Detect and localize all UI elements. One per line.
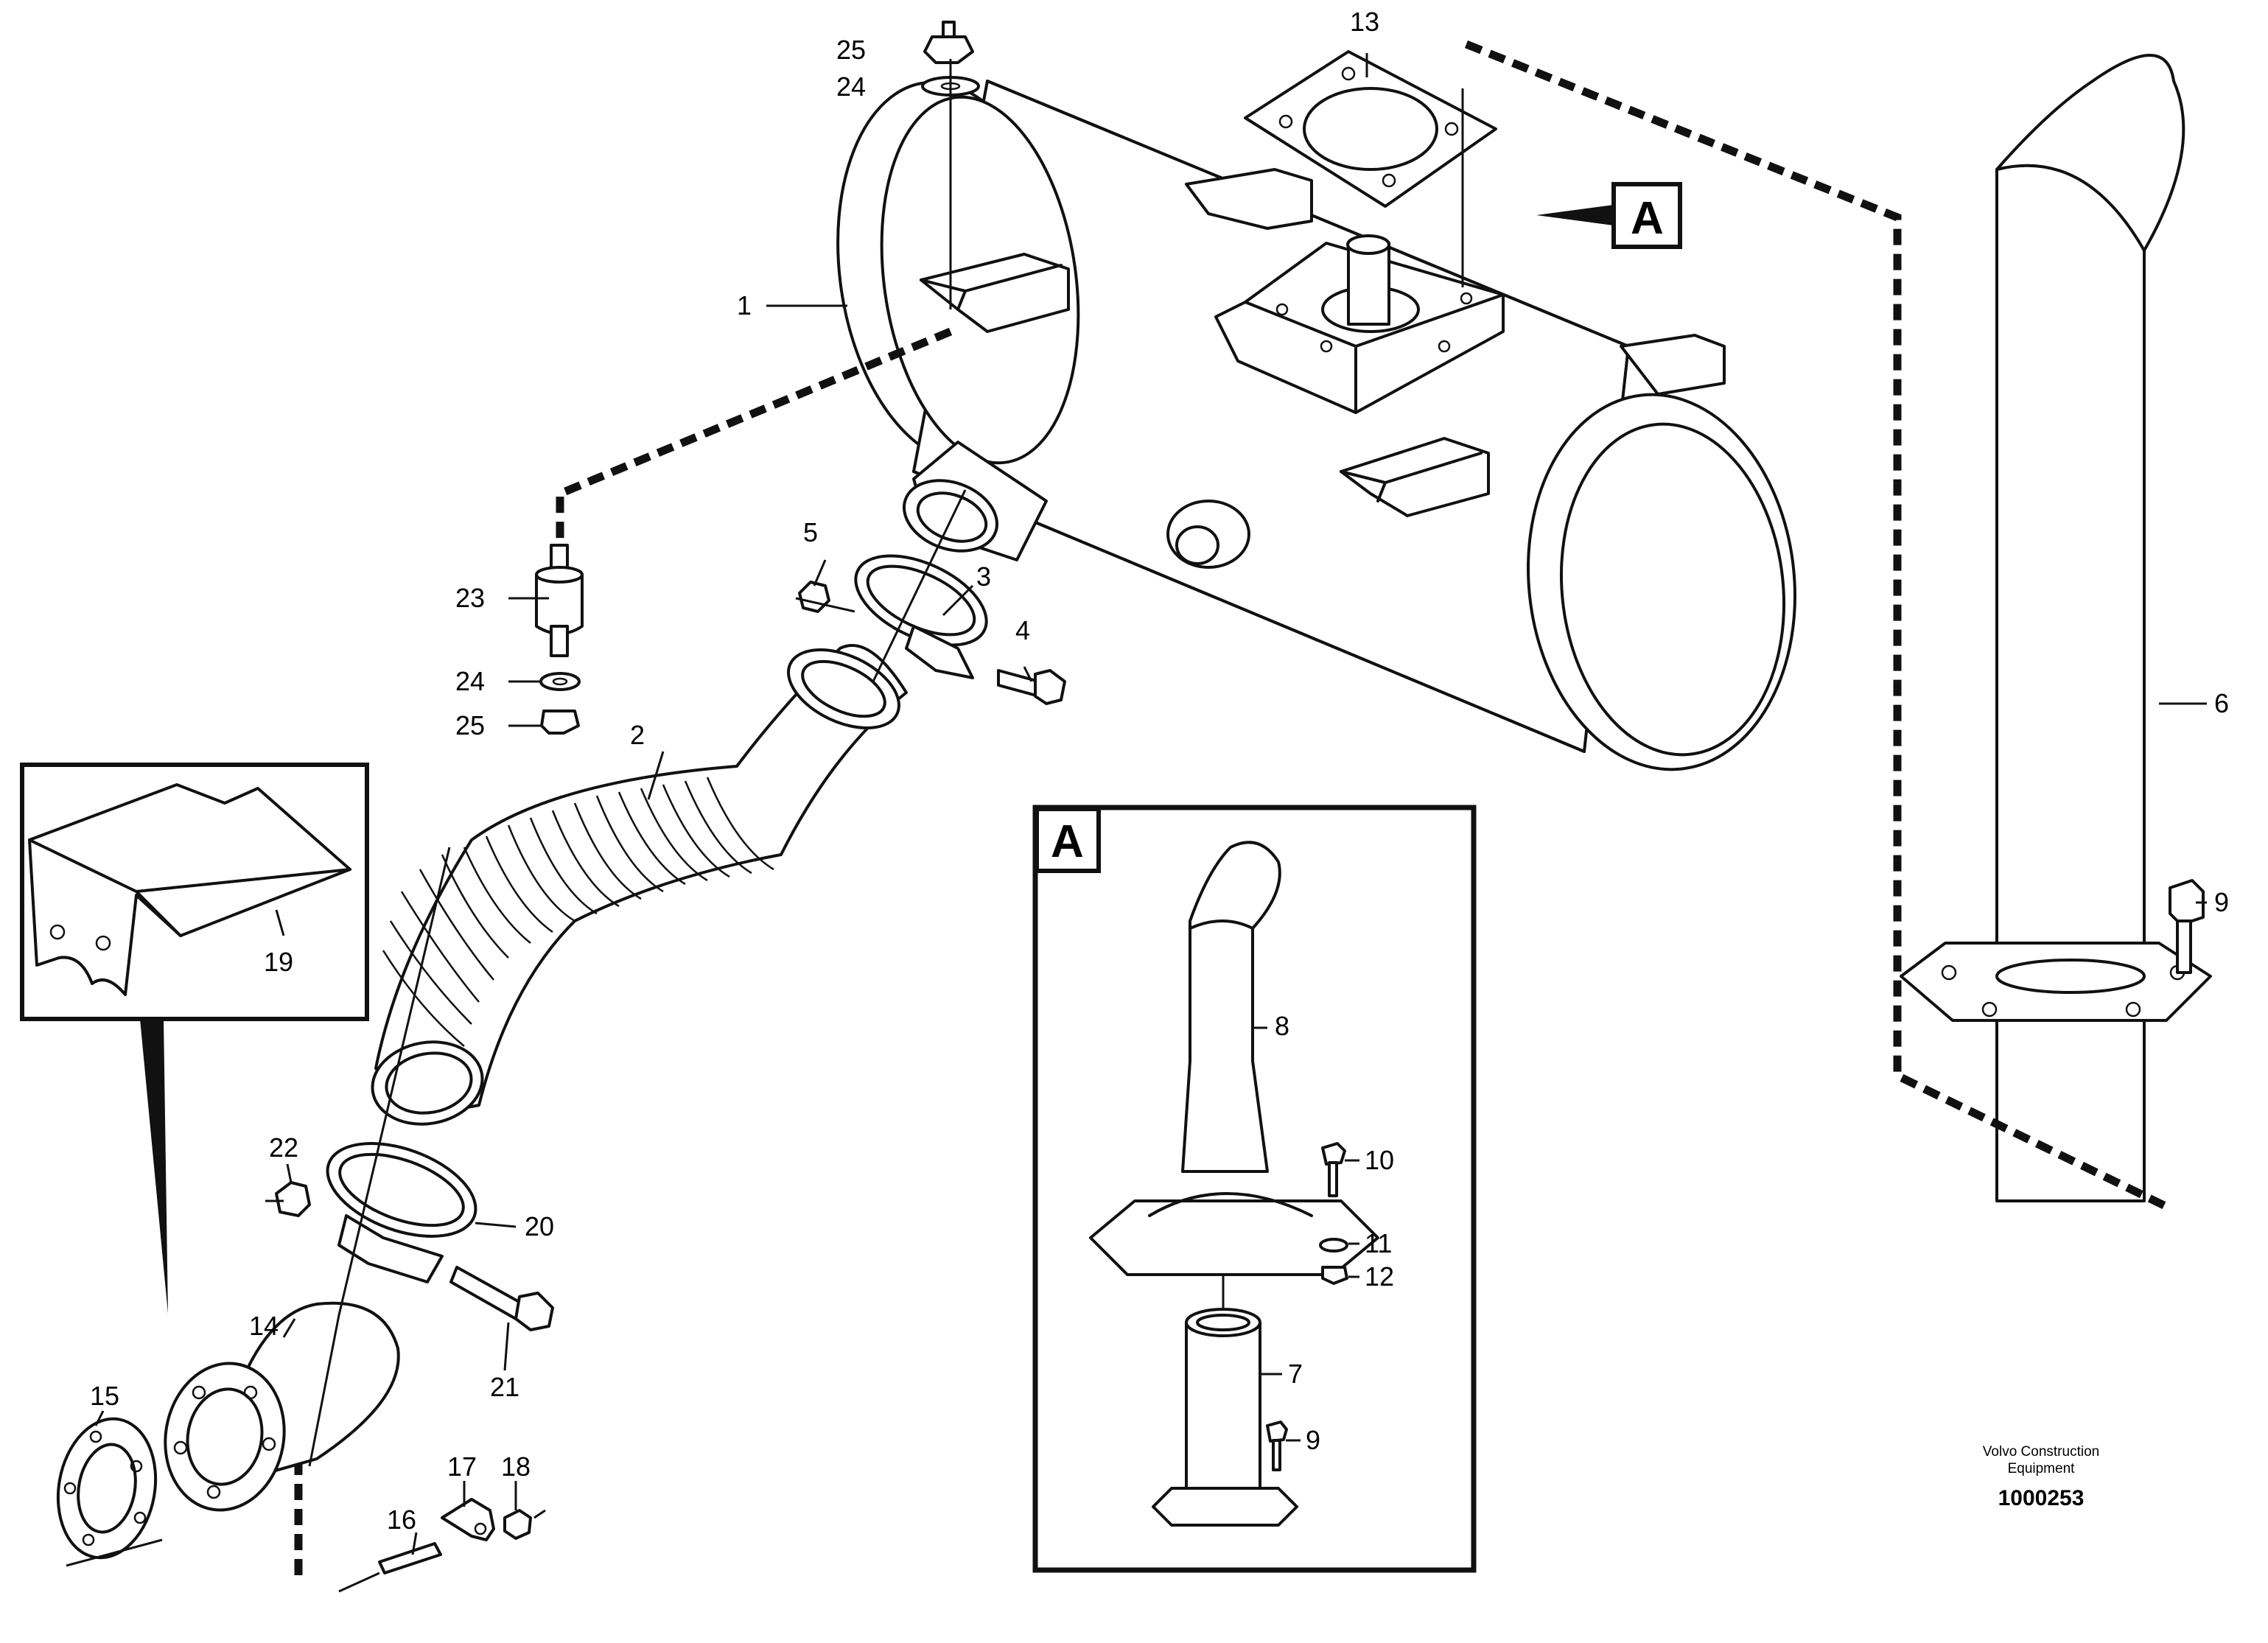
callout-labels: 1 2 3 4 5 6 7 8 9 9 10 11 12 13 14 15 16… bbox=[90, 7, 2229, 1535]
callout-5: 5 bbox=[803, 517, 818, 547]
nut-lower bbox=[540, 710, 580, 735]
callout-6: 6 bbox=[2214, 688, 2229, 718]
callout-20: 20 bbox=[525, 1211, 554, 1241]
flange-gasket bbox=[1244, 50, 1497, 208]
footer: Volvo Construction Equipment 1000253 bbox=[1983, 1444, 2099, 1510]
callout-16: 16 bbox=[387, 1504, 416, 1535]
callout-3: 3 bbox=[976, 561, 991, 592]
detail-nut bbox=[1321, 1266, 1348, 1285]
callout-23: 23 bbox=[455, 583, 485, 613]
washer-lower bbox=[539, 672, 581, 691]
nut-small bbox=[503, 1509, 532, 1540]
callout-12: 12 bbox=[1365, 1261, 1394, 1292]
view-reference-letter: A bbox=[1631, 193, 1664, 244]
callout-14: 14 bbox=[249, 1311, 279, 1341]
callout-4: 4 bbox=[1015, 615, 1030, 645]
callout-17: 17 bbox=[447, 1451, 477, 1482]
lower-clamp-nut bbox=[275, 1181, 311, 1217]
callout-24-lower: 24 bbox=[455, 666, 485, 696]
detail-view-a bbox=[1032, 805, 1477, 1573]
callout-21: 21 bbox=[490, 1372, 519, 1402]
pipe-elbow bbox=[164, 1301, 400, 1512]
callout-24-top: 24 bbox=[836, 71, 866, 102]
callout-15: 15 bbox=[90, 1381, 119, 1411]
nut-top bbox=[923, 21, 974, 64]
callout-22: 22 bbox=[269, 1132, 298, 1163]
callout-8: 8 bbox=[1275, 1011, 1289, 1041]
bracket bbox=[441, 1498, 495, 1541]
assembly-guide-lines bbox=[294, 40, 2172, 1577]
lower-clamp bbox=[326, 1142, 477, 1283]
gasket-flange bbox=[56, 1417, 158, 1560]
stack-bolt bbox=[2169, 879, 2205, 974]
callout-25-lower: 25 bbox=[455, 710, 485, 740]
callout-19: 19 bbox=[264, 947, 293, 977]
flexible-pipe bbox=[371, 644, 908, 1126]
callout-1: 1 bbox=[737, 290, 752, 320]
detail-washer bbox=[1319, 1238, 1348, 1253]
detail-bolt-small bbox=[1266, 1420, 1288, 1471]
callout-7: 7 bbox=[1288, 1359, 1303, 1389]
upper-clamp-bolt bbox=[997, 669, 1066, 705]
upper-clamp-nut bbox=[798, 581, 830, 613]
muffler bbox=[836, 80, 1796, 771]
company-name-line2: Equipment bbox=[2008, 1461, 2076, 1476]
company-name-line1: Volvo Construction bbox=[1983, 1444, 2099, 1460]
detail-view-letter: A bbox=[1051, 816, 1084, 867]
heat-shield-detail bbox=[20, 763, 369, 1021]
callout-25-top: 25 bbox=[836, 35, 866, 65]
upper-clamp bbox=[854, 554, 988, 679]
lower-clamp-bolt bbox=[449, 1266, 554, 1331]
rubber-mount bbox=[535, 544, 584, 657]
document-number: 1000253 bbox=[1998, 1486, 2085, 1510]
callout-9-stack: 9 bbox=[2214, 887, 2229, 917]
view-reference bbox=[1536, 182, 1682, 249]
callout-13: 13 bbox=[1350, 7, 1379, 37]
stud bbox=[378, 1542, 442, 1574]
callout-11: 11 bbox=[1365, 1228, 1392, 1258]
callout-10: 10 bbox=[1365, 1145, 1394, 1175]
detail-bolt bbox=[1321, 1142, 1346, 1197]
callout-18: 18 bbox=[501, 1451, 531, 1482]
callout-9-detail: 9 bbox=[1306, 1425, 1320, 1455]
exhaust-stack-pipe bbox=[1900, 54, 2212, 1202]
detail-pointer bbox=[140, 1019, 168, 1314]
callout-2: 2 bbox=[630, 720, 645, 750]
leader-lines bbox=[66, 53, 2207, 1593]
